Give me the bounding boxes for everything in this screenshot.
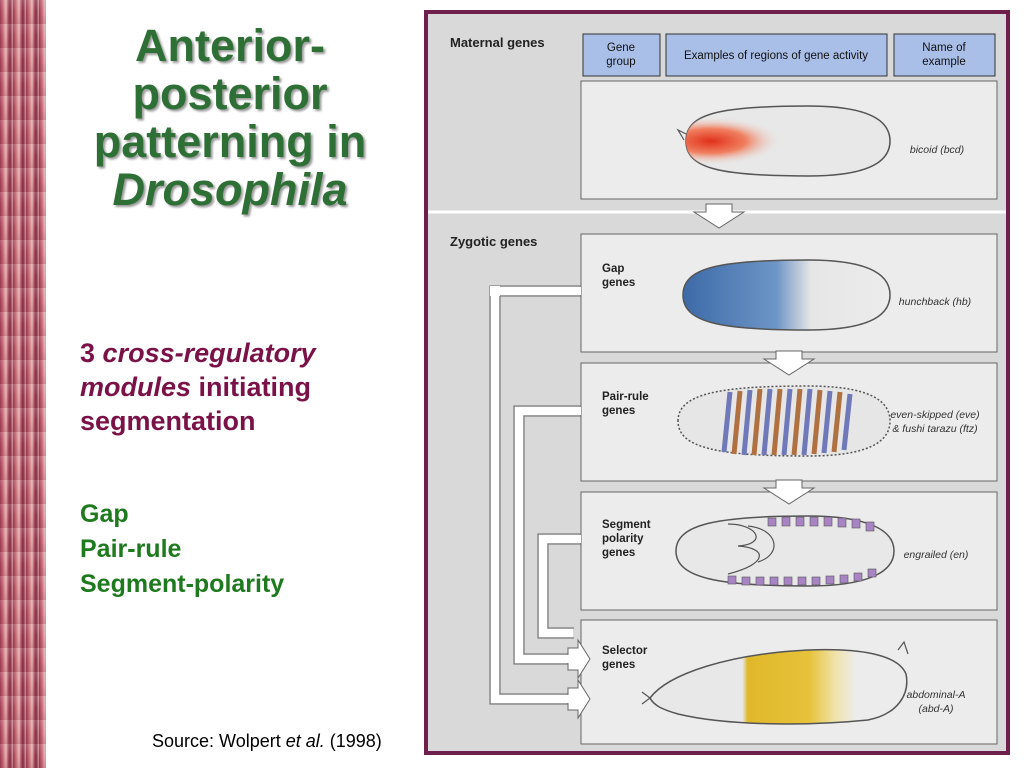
down-arrows [692,203,816,505]
header-examples-box [665,33,888,77]
selector-genes-line2: genes [602,659,635,671]
source-suffix: (1998) [324,731,382,751]
title-line-3: patterning in [93,116,367,167]
term-list: Gap Pair-rule Segment-polarity [80,497,284,602]
header-name-line2: example [922,56,965,68]
segment-polarity-genes-line3: genes [602,547,635,559]
source-prefix: Source: Wolpert [152,731,286,751]
decorative-border-stripe [0,0,46,768]
example-abdominal-a-line1: abdominal-A [907,689,966,701]
header-name-box [893,33,996,77]
arrow-head-to-selector-1 [567,678,591,720]
title-line-4: Drosophila [112,164,348,215]
pair-rule-genes-line1: Pair-rule [602,391,649,403]
source-citation: Source: Wolpert et al. (1998) [152,731,382,752]
gap-genes-line2: genes [602,277,635,289]
source-italic: et al. [285,731,325,751]
title-line-1: Anterior- [135,20,325,71]
header-gene-group-line1: Gene [607,42,635,54]
embryo-pair-rule [677,385,891,457]
subtitle-italic: cross-regulatory modules [80,338,316,402]
embryo-hunchback [682,259,891,331]
slide-title: Anterior- posterior patterning in Drosop… [55,22,405,214]
title-line-2: posterior [132,68,328,119]
embryo-segment-polarity [675,515,895,587]
segment-polarity-genes-line2: polarity [602,533,644,545]
side-arrows [489,285,581,705]
pair-rule-genes-line2: genes [602,405,635,417]
embryo-bicoid [676,105,891,177]
example-hunchback: hunchback (hb) [899,296,971,308]
header-gene-group-box [582,33,661,77]
example-abdominal-a-line2: (abd-A) [918,703,953,715]
example-even-skipped: even-skipped (eve) [890,409,979,421]
header-name-line1: Name of [922,42,966,54]
header-gene-group-line2: group [606,56,635,68]
gap-genes-line1: Gap [602,263,624,275]
maternal-genes-heading: Maternal genes [450,35,545,50]
segment-polarity-genes-line1: Segment [602,519,651,531]
subtitle-rest: initiating segmentation [80,372,312,436]
term-segment-polarity: Segment-polarity [80,570,285,598]
figure-svg: Maternal genes Zygotic genes Gene group … [428,33,1006,745]
term-gap: Gap [80,500,129,528]
slide-subtitle: 3 cross-regulatory modules initiating se… [80,336,410,438]
zygotic-genes-heading: Zygotic genes [450,234,537,249]
subtitle-number: 3 [80,338,96,368]
embryo-selector [641,640,909,725]
example-engrailed: engrailed (en) [904,549,969,561]
term-pair-rule: Pair-rule [80,535,182,563]
example-bicoid: bicoid (bcd) [910,144,964,156]
gene-hierarchy-figure: Maternal genes Zygotic genes Gene group … [424,10,1010,755]
header-examples: Examples of regions of gene activity [684,50,868,62]
arrow-head-to-selector-2 [567,638,591,680]
example-fushi-tarazu: & fushi tarazu (ftz) [892,423,977,435]
selector-genes-line1: Selector [602,645,648,657]
